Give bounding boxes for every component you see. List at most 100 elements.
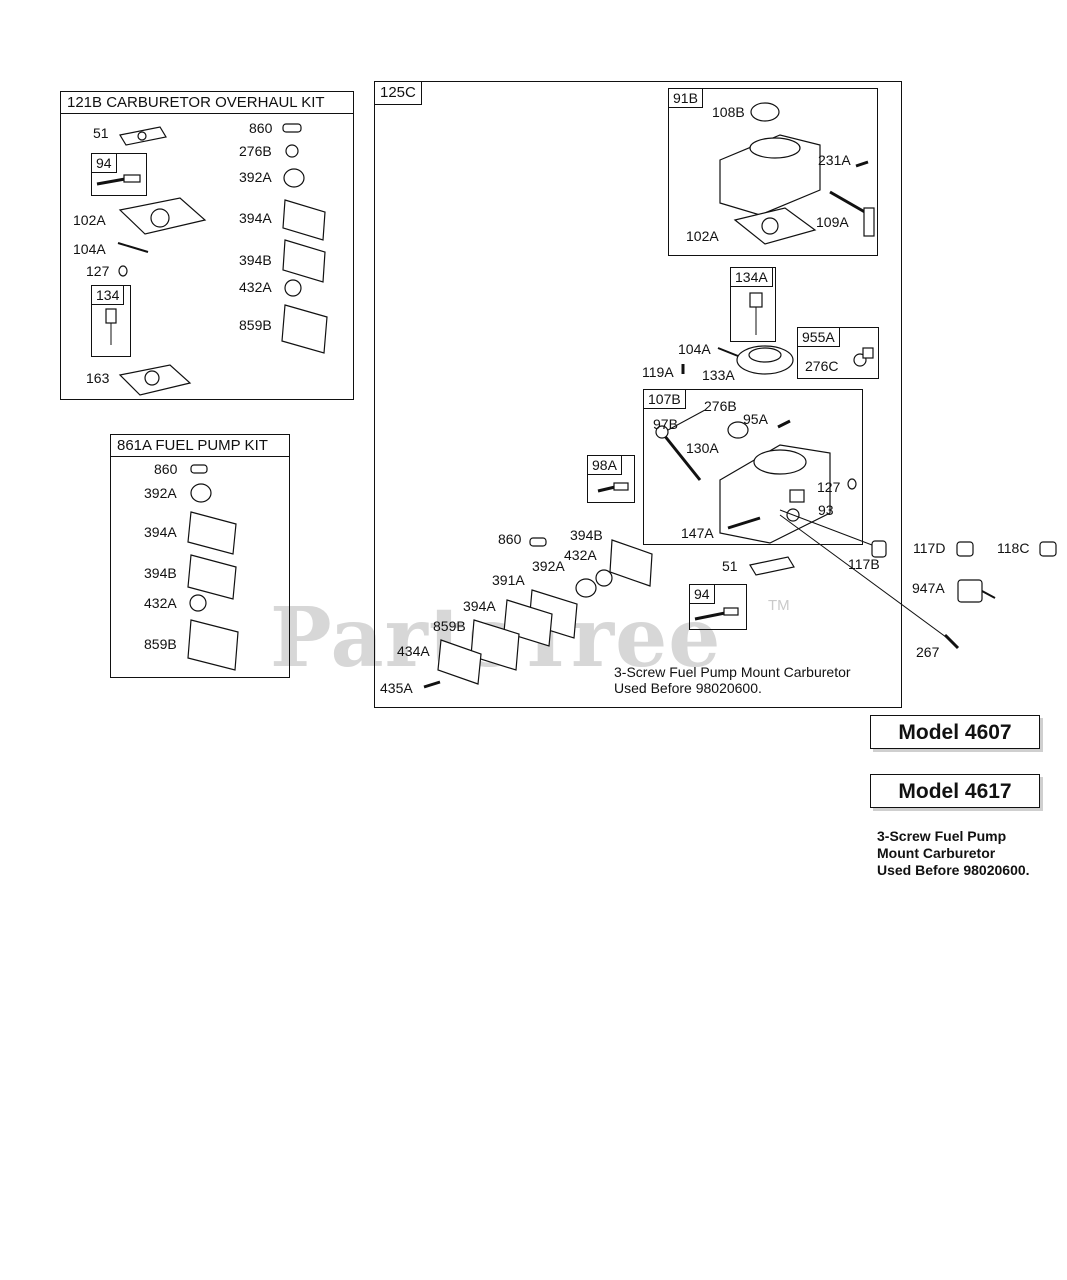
label-276C: 276C: [805, 358, 839, 374]
shaft-109A-drawing: [829, 190, 875, 237]
label-434A: 434A: [397, 643, 430, 659]
label-118C: 118C: [997, 540, 1030, 556]
tag-107B: 107B: [643, 389, 686, 409]
plate-108B-drawing: [750, 102, 780, 122]
tag-125C: 125C: [374, 81, 422, 105]
label-432A: 432A: [239, 279, 272, 295]
label-97B: 97B: [653, 416, 678, 432]
label-435A: 435A: [380, 680, 413, 696]
fp-label-860: 860: [154, 461, 178, 477]
label-133A: 133A: [702, 367, 735, 383]
float-133A-drawing: [736, 345, 794, 375]
subbox-94-assembly: [689, 584, 747, 630]
pump-gasket-394B-drawing: [609, 539, 653, 587]
diaphragm-102A-drawing: [118, 197, 207, 235]
label-51-assembly: 51: [722, 558, 738, 574]
solenoid-947A-drawing: [957, 579, 996, 603]
label-860: 860: [249, 120, 273, 136]
subbox-134: [91, 285, 131, 357]
model-4617-button[interactable]: Model 4617: [870, 774, 1040, 808]
pump-spring-392A-drawing: [575, 578, 597, 598]
screw-95A-drawing: [777, 419, 791, 429]
label-859B: 859B: [239, 317, 272, 333]
pump-seal-432A-drawing: [595, 569, 613, 587]
ring-276B-drawing: [285, 144, 299, 158]
fp-seal-432A-drawing: [189, 594, 207, 612]
fp-label-392A: 392A: [144, 485, 177, 501]
leader-line-276B: [667, 409, 706, 431]
screw-435A-drawing: [423, 680, 441, 689]
fuel-pump-kit-box: 861A FUEL PUMP KIT: [110, 434, 290, 678]
tag-134A: 134A: [730, 267, 773, 287]
diaphragm-394A-drawing: [282, 199, 326, 241]
label-147A: 147A: [681, 525, 714, 541]
label-432A-assembly: 432A: [564, 547, 597, 563]
label-394B: 394B: [239, 252, 272, 268]
label-859B-assembly: 859B: [433, 618, 466, 634]
label-267: 267: [916, 644, 940, 660]
label-127: 127: [86, 263, 110, 279]
subbox-91B: [668, 88, 878, 256]
label-93: 93: [818, 502, 834, 518]
screw-267-drawing: [943, 633, 960, 650]
label-109A: 109A: [816, 214, 849, 230]
label-102A: 102A: [73, 212, 106, 228]
label-117D: 117D: [913, 540, 946, 556]
fp-diaphragm-394A-drawing: [187, 511, 237, 555]
fp-spring-860-drawing: [190, 464, 208, 474]
shaft-97B-drawing: [655, 425, 702, 481]
label-104A-assembly: 104A: [678, 341, 711, 357]
subbox-107B: [643, 389, 863, 545]
pump-gasket-859B-drawing: [470, 619, 520, 671]
label-130A: 130A: [686, 440, 719, 456]
model-4607-button[interactable]: Model 4607: [870, 715, 1040, 749]
label-391A: 391A: [492, 572, 525, 588]
assembly-note: 3-Screw Fuel Pump Mount Carburetor Used …: [614, 664, 851, 696]
bowl-nut-276C-drawing: [853, 347, 874, 367]
fp-label-859B: 859B: [144, 636, 177, 652]
label-392A-assembly: 392A: [532, 558, 565, 574]
gasket-51-assembly-drawing: [749, 556, 795, 576]
plug-127-drawing: [118, 265, 128, 277]
subbox-94: [91, 153, 147, 196]
fp-gasket-394B-drawing: [187, 554, 237, 600]
leader-line-117B: [779, 509, 873, 546]
label-163: 163: [86, 370, 110, 386]
diaphragm-102A-assembly-drawing: [733, 207, 817, 245]
needle-94-drawing: [96, 174, 141, 186]
trademark-mark: TM: [768, 597, 790, 614]
overhaul-kit-title: 121B CARBURETOR OVERHAUL KIT: [61, 92, 353, 114]
gasket-394B-drawing: [282, 239, 326, 283]
label-51: 51: [93, 125, 109, 141]
label-231A: 231A: [818, 152, 851, 168]
label-95A: 95A: [743, 411, 768, 427]
assembly-box: [374, 81, 902, 708]
label-394A: 394A: [239, 210, 272, 226]
fitting-117D-drawing: [956, 541, 974, 557]
screw-231A-drawing: [855, 160, 869, 168]
throttle-body-drawing: [719, 134, 821, 216]
fitting-118C-drawing: [1039, 541, 1057, 557]
tag-98A: 98A: [587, 455, 622, 475]
pin-104A-assembly-drawing: [717, 347, 739, 357]
spring-392A-drawing: [283, 168, 305, 188]
screw-147A-drawing: [727, 516, 761, 530]
fp-cover-859B-drawing: [187, 619, 239, 671]
valve-134A-drawing: [749, 292, 763, 335]
label-276B-assembly: 276B: [704, 398, 737, 414]
label-394A-assembly: 394A: [463, 598, 496, 614]
fp-label-394A: 394A: [144, 524, 177, 540]
fitting-117B-drawing: [871, 540, 887, 558]
fuel-pump-kit-title: 861A FUEL PUMP KIT: [111, 435, 289, 457]
tag-955A: 955A: [797, 327, 840, 347]
label-102A-assembly: 102A: [686, 228, 719, 244]
label-947A: 947A: [912, 580, 945, 596]
gasket-51-drawing: [119, 126, 167, 146]
leader-line-267: [779, 514, 951, 641]
label-108B: 108B: [712, 104, 745, 120]
gasket-163-drawing: [118, 364, 192, 396]
valve-134-drawing: [105, 308, 117, 345]
needle-94-assembly-drawing: [694, 607, 739, 621]
pin-104A-drawing: [117, 242, 149, 253]
